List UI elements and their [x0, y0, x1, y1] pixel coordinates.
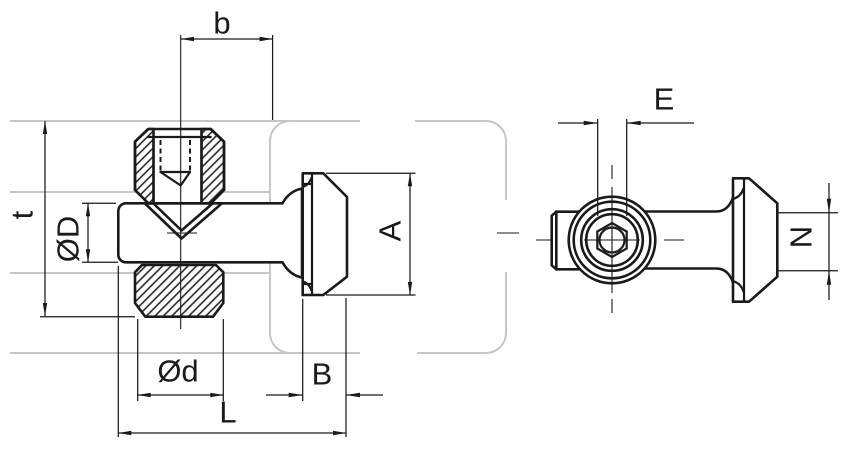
dim-label-head-height: N [784, 226, 819, 248]
dimension-hex-socket: E [558, 82, 694, 216]
dim-label-length: L [219, 395, 236, 430]
dim-label-b: b [213, 6, 230, 41]
centerlines [167, 35, 684, 329]
dimension-head-height: N [777, 183, 838, 300]
dimension-head-width: B [266, 299, 383, 401]
dimensions: b t ØD Ød L [5, 6, 838, 437]
dimension-shank-diameter: ØD [51, 202, 118, 263]
front-view [117, 127, 349, 318]
countersink-cone [143, 202, 223, 240]
dim-label-head-width: B [312, 357, 333, 392]
shank-side [638, 196, 735, 284]
dim-label-head-diameter: A [373, 220, 408, 241]
dim-label-t: t [5, 210, 40, 219]
dimension-nut-diameter: Ød [137, 319, 224, 401]
dimension-head-diameter: A [326, 172, 416, 296]
lower-nut-hatch [133, 263, 225, 318]
upper-nut [133, 127, 226, 205]
dim-label-nut-diameter: Ød [157, 354, 198, 389]
bolt-head-front [301, 172, 349, 297]
dimension-b: b [181, 6, 274, 120]
dimension-length: L [117, 266, 347, 437]
dim-label-shank-diameter: ØD [51, 216, 86, 263]
dim-label-hex-socket: E [654, 82, 675, 117]
bolt-head-side [731, 177, 779, 303]
bolt-shank [117, 187, 304, 279]
dimension-t: t [5, 121, 135, 318]
hidden-thread-lines [159, 140, 191, 172]
lower-nut [133, 263, 225, 318]
